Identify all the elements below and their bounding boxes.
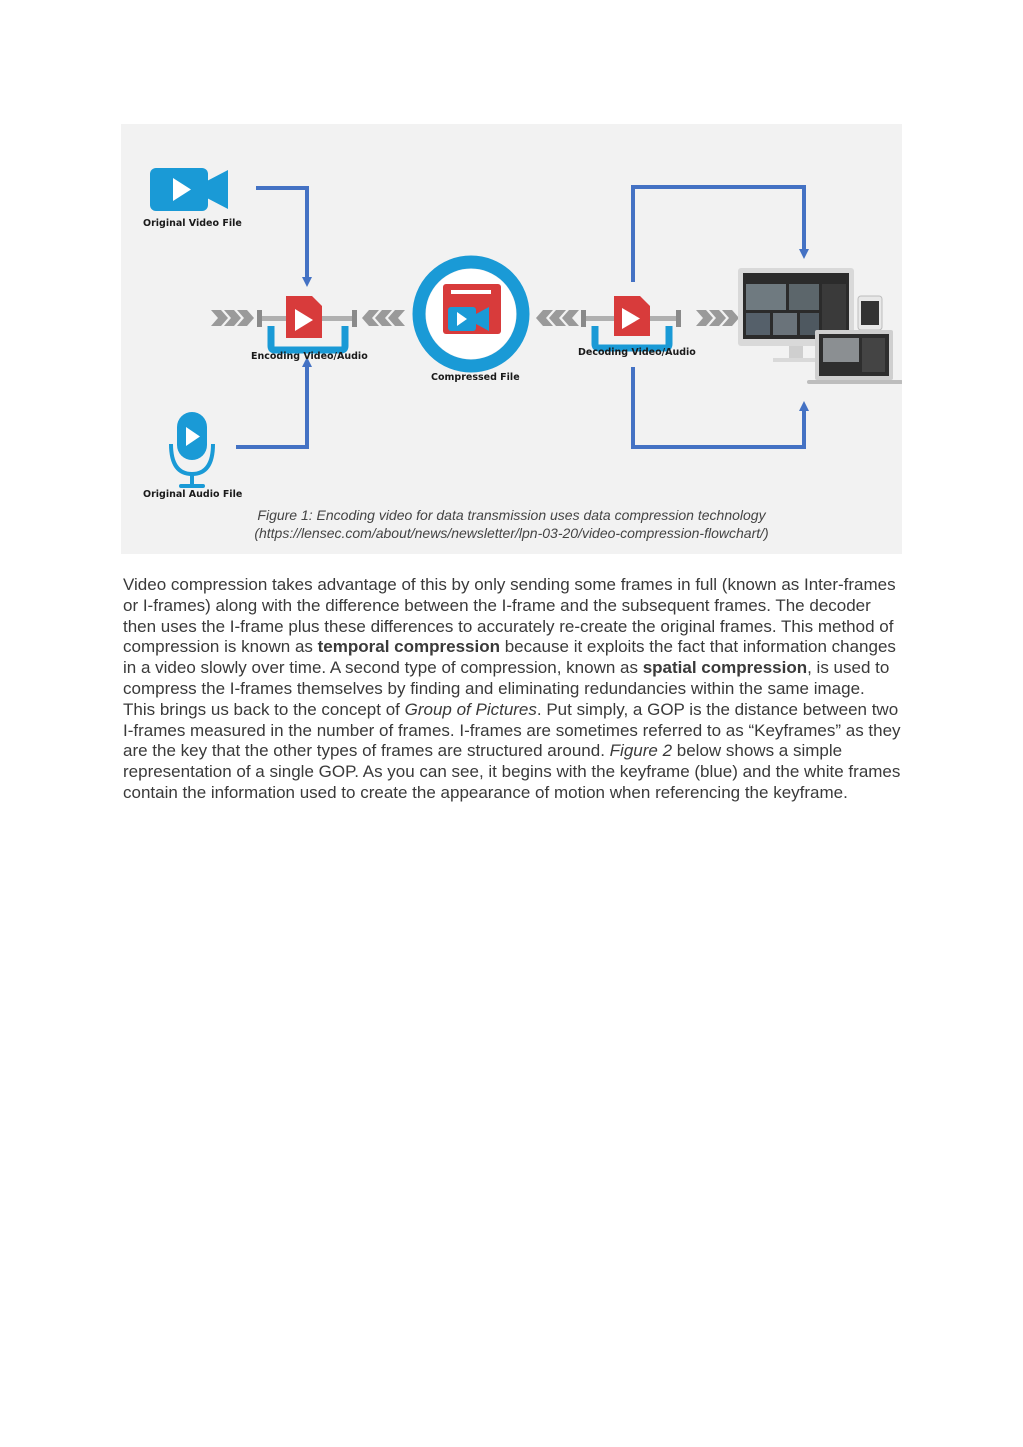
term-temporal-compression: temporal compression [318, 637, 500, 656]
term-group-of-pictures: Group of Pictures [405, 700, 537, 719]
decoder-clamp-icon [581, 296, 681, 348]
chevrons-in-decoder [536, 310, 579, 326]
microphone-icon [171, 412, 213, 488]
arrow-decoder-to-devices-top [633, 187, 804, 282]
label-decoding: Decoding Video/Audio [578, 347, 696, 358]
compression-flowchart [121, 124, 902, 514]
label-compressed-file: Compressed File [431, 372, 520, 383]
label-original-video: Original Video File [143, 218, 242, 229]
video-camera-icon [150, 168, 228, 211]
label-original-audio: Original Audio File [143, 489, 242, 500]
arrow-video-to-encoder [256, 188, 307, 282]
body-text: Video compression takes advantage of thi… [123, 575, 908, 804]
paragraph-compression: Video compression takes advantage of thi… [123, 575, 908, 700]
compressed-file-icon [413, 262, 529, 366]
chevrons-out-decoder [696, 310, 739, 326]
arrow-audio-to-encoder [236, 362, 307, 447]
figure-2-reference: Figure 2 [610, 741, 672, 760]
paragraph-gop: This brings us back to the concept of Gr… [123, 700, 908, 804]
figure-caption-line1: Figure 1: Encoding video for data transm… [121, 506, 902, 524]
figure-caption-line2: (https://lensec.com/about/news/newslette… [121, 524, 902, 542]
chevrons-in-encoder [211, 310, 254, 326]
devices-icon [738, 268, 902, 384]
encoder-clamp-icon [257, 296, 357, 350]
term-spatial-compression: spatial compression [643, 658, 807, 677]
chevrons-out-encoder [362, 310, 405, 326]
figure-1: Original Video File Original Audio File … [121, 124, 902, 554]
label-encoding: Encoding Video/Audio [251, 351, 368, 362]
arrow-decoder-to-devices-bottom [633, 367, 804, 447]
